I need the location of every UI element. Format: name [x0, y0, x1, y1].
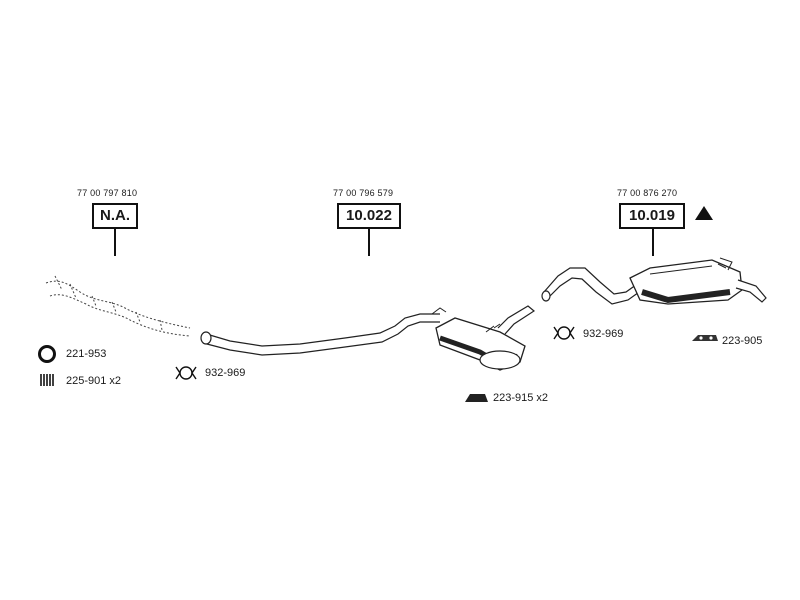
part-code-front: N.A.: [92, 203, 138, 229]
warning-triangle-icon: [695, 206, 713, 220]
oem-number-front: 77 00 797 810: [77, 188, 138, 198]
accessory-label-clamp-front: 932-969: [205, 367, 246, 379]
accessory-label-mount: 223-915 x2: [493, 392, 549, 404]
leader-line-front: [114, 229, 116, 256]
oem-number-intermediate: 77 00 796 579: [333, 188, 394, 198]
rubber-mount-icon: [465, 394, 488, 402]
accessory-label-hanger: 223-905: [722, 335, 763, 347]
accessory-label-gasket: 221-953: [66, 348, 107, 360]
accessory-label-clamp-rear: 932-969: [583, 328, 624, 340]
rear-pipe: [541, 267, 643, 305]
front-pipe-dashed: [45, 275, 191, 337]
middle-muffler: [431, 305, 536, 371]
accessory-label-spring: 225-901 x2: [66, 375, 122, 387]
rubber-hanger-icon: [692, 335, 718, 341]
intermediate-pipe: [200, 313, 440, 356]
leader-line-intermediate: [368, 229, 370, 256]
part-code-intermediate: 10.022: [337, 203, 401, 229]
pipe-clamp-icon: [175, 366, 197, 380]
leader-line-rear: [652, 229, 654, 256]
spring-bolt-icon: [40, 374, 54, 386]
gasket-ring-icon: [38, 345, 56, 363]
part-code-rear: 10.019: [619, 203, 685, 229]
pipe-clamp-icon: [553, 326, 575, 340]
oem-number-rear: 77 00 876 270: [617, 188, 678, 198]
rear-muffler: [629, 257, 767, 305]
